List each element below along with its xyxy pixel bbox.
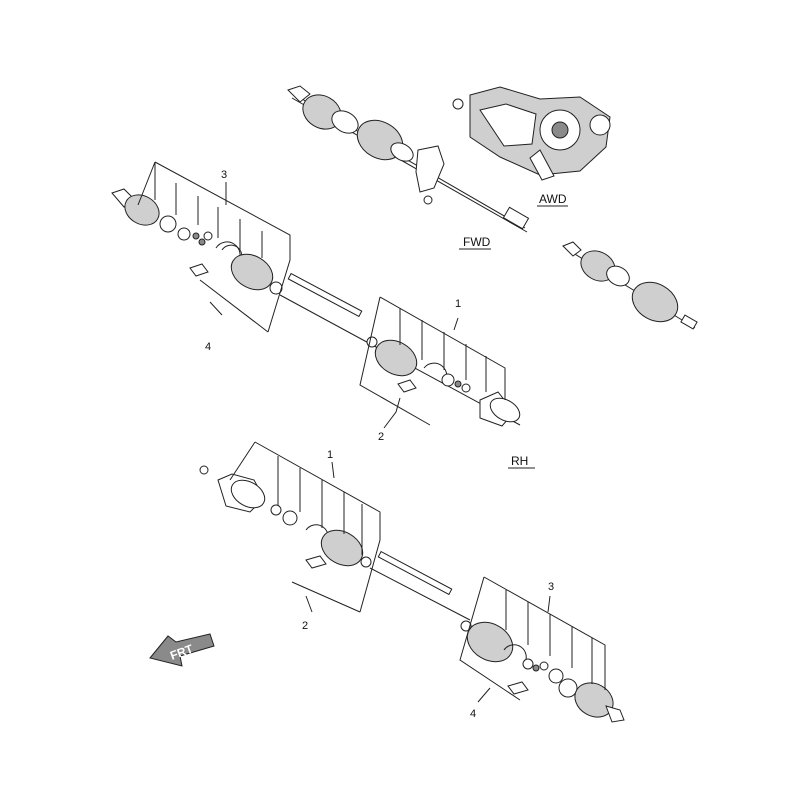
callout-4-lower: 4 <box>470 708 476 720</box>
awd-drive-shaft-assembly <box>287 85 530 233</box>
upper-exploded-shaft <box>111 188 521 427</box>
callout-2-lower: 2 <box>302 620 308 632</box>
rh-label: RH <box>511 454 528 468</box>
fwd-label: FWD <box>463 235 491 249</box>
upper-leader-lines <box>137 161 506 429</box>
callout-3-upper: 3 <box>221 169 227 181</box>
transfer-case <box>452 86 611 181</box>
callout-1-upper: 1 <box>455 298 461 310</box>
callout-4-upper: 4 <box>205 341 211 353</box>
callout-3-lower: 3 <box>548 581 554 593</box>
lower-leader-lines <box>229 441 606 703</box>
lower-exploded-shaft <box>199 465 625 723</box>
callout-2-upper: 2 <box>378 431 384 443</box>
front-direction-arrow: FRT <box>149 633 215 667</box>
awd-label: AWD <box>539 192 567 206</box>
fwd-drive-shaft-assembly <box>562 241 698 330</box>
callout-1-lower: 1 <box>327 449 333 461</box>
